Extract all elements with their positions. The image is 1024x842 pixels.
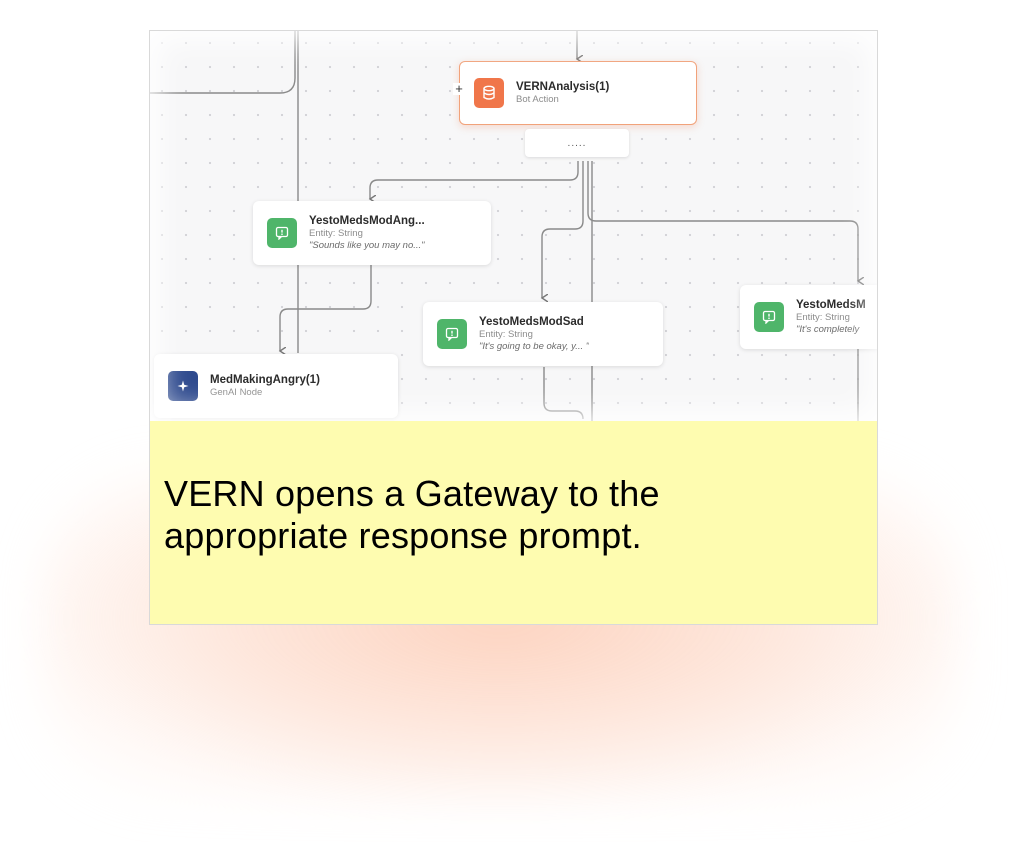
gateway-node[interactable]: ..... [525, 129, 629, 157]
node-prompt-preview: "It's completely [796, 324, 860, 336]
node-title: VERNAnalysis(1) [516, 80, 610, 93]
edge-left-curve [150, 31, 296, 94]
node-title: YestoMedsM [796, 298, 866, 311]
message-alert-icon [437, 319, 467, 349]
node-yesto-meds-third[interactable]: YestoMedsM Entity: String "It's complete… [740, 285, 877, 349]
node-title: YestoMedsModSad [479, 315, 584, 328]
caption-box: VERN opens a Gateway to the appropriate … [150, 421, 877, 624]
flow-connectors [150, 31, 878, 421]
sparkle-icon [168, 371, 198, 401]
message-alert-icon [754, 302, 784, 332]
edge-gateway-to-third [587, 161, 858, 281]
caption-text: VERN opens a Gateway to the appropriate … [164, 473, 660, 556]
database-icon [474, 78, 504, 108]
node-vern-analysis[interactable]: + VERNAnalysis(1) Bot Action [453, 61, 697, 125]
node-title: MedMakingAngry(1) [210, 373, 320, 386]
message-alert-icon [267, 218, 297, 248]
node-yesto-meds-mod-sad[interactable]: YestoMedsModSad Entity: String "It's goi… [423, 302, 663, 366]
node-title: YestoMedsModAng... [309, 214, 425, 227]
edge-angry-to-genai [280, 265, 372, 351]
edge-gateway-to-angry [370, 161, 579, 199]
node-prompt-preview: "It's going to be okay, y... " [479, 341, 590, 353]
node-entity-type: Entity: String [796, 312, 850, 324]
flow-canvas[interactable]: + VERNAnalysis(1) Bot Action ..... Yesto… [150, 31, 878, 421]
screenshot-card: + VERNAnalysis(1) Bot Action ..... Yesto… [149, 30, 878, 625]
node-med-making-angry[interactable]: MedMakingAngry(1) GenAI Node [154, 354, 398, 418]
node-yesto-meds-mod-angry[interactable]: YestoMedsModAng... Entity: String "Sound… [253, 201, 491, 265]
add-node-button[interactable]: + [453, 82, 465, 95]
node-type: GenAI Node [210, 387, 263, 399]
node-type: Bot Action [516, 94, 559, 106]
node-prompt-preview: "Sounds like you may no..." [309, 240, 425, 252]
edge-gateway-to-sad [542, 161, 584, 298]
node-entity-type: Entity: String [309, 228, 363, 240]
node-entity-type: Entity: String [479, 329, 533, 341]
edge-sad-down [543, 367, 584, 420]
